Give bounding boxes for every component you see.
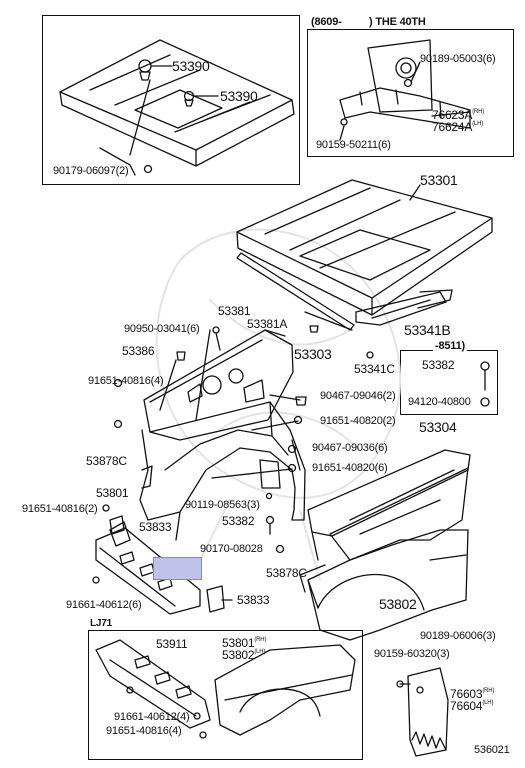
label-76604[interactable]: 76604(LH) — [450, 699, 494, 713]
label-90170-08028[interactable]: 90170-08028 — [200, 543, 263, 555]
label-53833-b[interactable]: 53833 — [237, 593, 270, 607]
label-90467-09046[interactable]: 90467-09046(2) — [320, 390, 396, 402]
label-90159-50211[interactable]: 90159-50211(6) — [316, 139, 391, 151]
label-90950-03041[interactable]: 90950-03041(6) — [124, 323, 200, 335]
label-53801-lj71[interactable]: 53801(RH) — [222, 636, 267, 650]
label-94120-40800[interactable]: 94120-40800 — [408, 396, 471, 408]
watermark — [155, 228, 401, 581]
label-91651-40820-6[interactable]: 91651-40820(6) — [312, 462, 388, 474]
inset-lj71-frame — [88, 630, 363, 760]
label-91651-40816-4[interactable]: 91651-40816(4) — [88, 375, 164, 387]
label-91651-40820-2[interactable]: 91651-40820(2) — [320, 415, 396, 427]
figure-id: 536021 — [474, 744, 510, 756]
label-53878C-a[interactable]: 53878C — [86, 454, 127, 468]
label-90189-05003[interactable]: 90189-05003(6) — [420, 53, 496, 65]
label-53303[interactable]: 53303 — [294, 346, 332, 362]
label-53802[interactable]: 53802 — [379, 596, 417, 612]
fender-53802-art — [299, 529, 469, 641]
label-53304[interactable]: 53304 — [419, 419, 457, 435]
label-90119-08563[interactable]: 90119-08563(3) — [185, 499, 260, 511]
label-edition: ) THE 40TH — [369, 16, 426, 28]
label-53802-lj71[interactable]: 53802(LH) — [222, 648, 266, 662]
clip-53381A-art — [309, 325, 319, 333]
label-90159-60320[interactable]: 90159-60320(3) — [374, 648, 450, 660]
label-91661-40612-6[interactable]: 91661-40612(6) — [66, 599, 142, 611]
label-91651-40816-4b[interactable]: 91651-40816(4) — [106, 725, 182, 737]
label-53911[interactable]: 53911 — [156, 637, 188, 651]
bracket-53833-b-art — [206, 585, 233, 613]
label-53390-b[interactable]: 53390 — [220, 88, 258, 104]
inset-hood-top-frame — [42, 15, 300, 185]
label-53386[interactable]: 53386 — [122, 344, 155, 358]
cowl-53303-art — [143, 329, 294, 441]
label-53801[interactable]: 53801 — [96, 486, 129, 500]
inset-40th-edition-frame — [307, 29, 514, 157]
lj71-inset-art — [95, 639, 356, 739]
label-53381[interactable]: 53381 — [218, 304, 251, 318]
front-panel-53801-art — [95, 521, 201, 615]
fasteners-art — [92, 326, 374, 584]
label-53382-center[interactable]: 53382 — [222, 514, 255, 528]
label-90189-06006[interactable]: 90189-06006(3) — [420, 630, 496, 642]
mudguard-76603-art — [396, 667, 449, 757]
label-53381A[interactable]: 53381A — [247, 317, 288, 331]
label-53878C-b[interactable]: 53878C — [266, 566, 307, 580]
wheel-housing-art — [139, 401, 306, 541]
selection-highlight[interactable] — [153, 557, 202, 580]
bracket-53833-a-art — [109, 515, 125, 535]
label-lj71: LJ71 — [90, 618, 112, 629]
label-90467-09036[interactable]: 90467-09036(6) — [312, 442, 388, 454]
hood-53301-art — [236, 179, 493, 316]
label-76603[interactable]: 76603(RH) — [450, 687, 495, 701]
label-53382-right[interactable]: 53382 — [422, 358, 455, 372]
hood-top-inset-art — [59, 39, 295, 176]
seal-53381-art — [236, 252, 355, 331]
label-53833-a[interactable]: 53833 — [139, 520, 172, 534]
label-90179-06097[interactable]: 90179-06097(2) — [53, 165, 129, 177]
bolt-8511-art — [480, 361, 490, 407]
label-76623A[interactable]: 76623A(RH) — [432, 108, 485, 122]
label-53341C[interactable]: 53341C — [354, 362, 395, 376]
hinge-53341B-art — [355, 291, 447, 326]
label-53341B[interactable]: 53341B — [404, 322, 451, 338]
label-91651-40816-2[interactable]: 91651-40816(2) — [22, 503, 98, 515]
bracket-40th-inset-art — [339, 39, 471, 141]
label-date-range: (8609- — [311, 16, 342, 28]
label-53301[interactable]: 53301 — [420, 172, 458, 188]
label-53390-a[interactable]: 53390 — [172, 58, 210, 74]
label-91661-40612-4[interactable]: 91661-40612(4) — [114, 711, 190, 723]
label-8511: -8511) — [433, 340, 467, 352]
label-76624A[interactable]: 76624A(LH) — [432, 120, 484, 134]
